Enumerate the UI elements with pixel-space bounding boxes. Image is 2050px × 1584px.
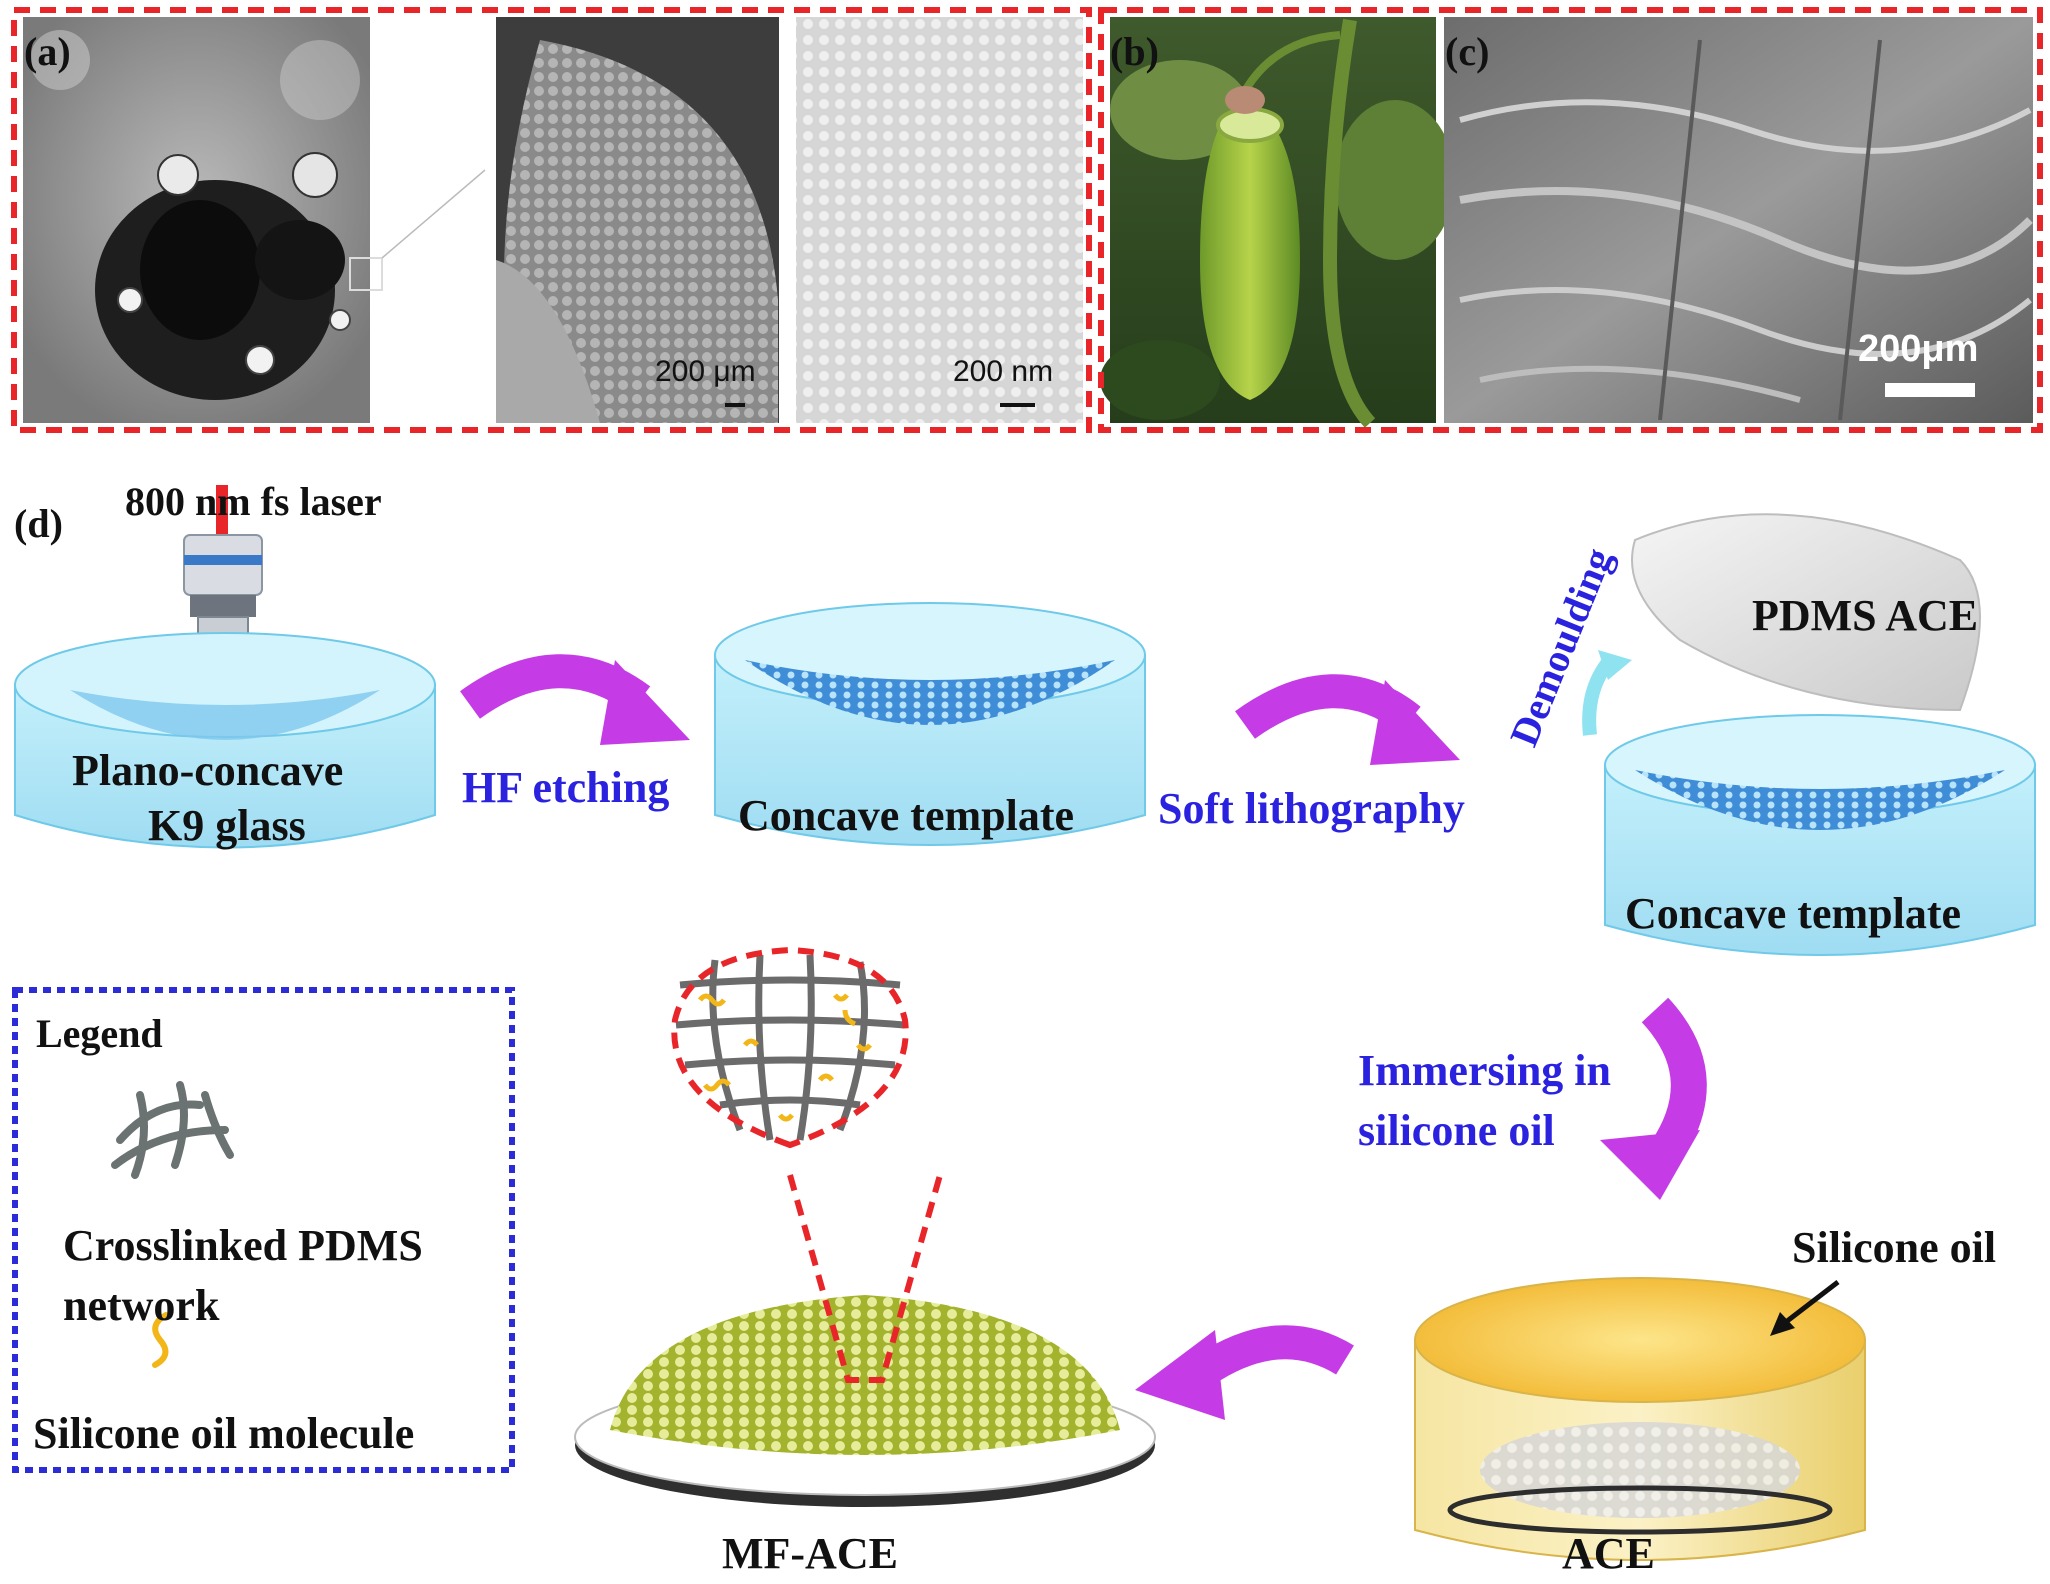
arrow-to-mf-ace — [1135, 1325, 1354, 1420]
legend-silicone-molecule-icon — [152, 1312, 169, 1368]
plano-concave-glass — [14, 632, 436, 849]
panel-bc-frame — [1098, 7, 2043, 433]
panel-label-a: (a) — [24, 29, 71, 74]
concave-template-1 — [714, 602, 1146, 846]
scale-bar-a-mid: 200 μm — [655, 355, 756, 388]
step-immersing-line2: silicone oil — [1358, 1106, 1555, 1155]
arrow-soft-lithography — [1235, 674, 1460, 765]
ace-oil-container — [1414, 1277, 1866, 1561]
pdms-ace-lens — [1631, 513, 1981, 712]
panel-a-frame — [11, 7, 1092, 433]
panel-label-c: (c) — [1445, 29, 1490, 74]
scale-bar-c: 200μm — [1858, 328, 1979, 370]
panel-a-photo — [23, 17, 486, 423]
ace-label: ACE — [1562, 1529, 1655, 1578]
template2-label: Concave template — [1625, 889, 1962, 938]
laser-label: 800 nm fs laser — [125, 479, 382, 524]
pdms-ace-label: PDMS ACE — [1752, 591, 1979, 640]
legend-item2: Silicone oil molecule — [33, 1409, 415, 1458]
arrow-hf-etching — [460, 654, 690, 745]
panel-a-sem-eye — [496, 17, 779, 423]
step-hf-etching: HF etching — [462, 763, 670, 812]
legend-title: Legend — [36, 1011, 163, 1056]
glass-label-line2: K9 glass — [148, 801, 306, 850]
glass-label-line1: Plano-concave — [72, 746, 344, 795]
scale-bar-a-right: 200 nm — [953, 355, 1054, 388]
panel-c-sem — [1444, 17, 2033, 423]
silicone-oil-label: Silicone oil — [1792, 1223, 1997, 1272]
template1-label: Concave template — [738, 791, 1075, 840]
arrow-immersing — [1600, 997, 1707, 1200]
panel-a-sem-nano — [796, 17, 1083, 423]
legend-box — [12, 987, 515, 1473]
panel-label-d: (d) — [14, 501, 63, 546]
step-soft-lithography: Soft lithography — [1158, 784, 1465, 833]
legend-item1-line2: network — [63, 1281, 220, 1330]
step-immersing-line1: Immersing in — [1358, 1046, 1611, 1095]
legend-item1-line1: Crosslinked PDMS — [63, 1221, 423, 1270]
panel-label-b: (b) — [1110, 29, 1159, 74]
mf-ace-dome — [574, 946, 1156, 1507]
concave-template-2 — [1604, 714, 2036, 956]
mf-ace-label: MF-ACE — [722, 1529, 898, 1578]
panel-b-photo — [1100, 17, 1455, 428]
legend-pdms-network-icon — [111, 1081, 234, 1179]
